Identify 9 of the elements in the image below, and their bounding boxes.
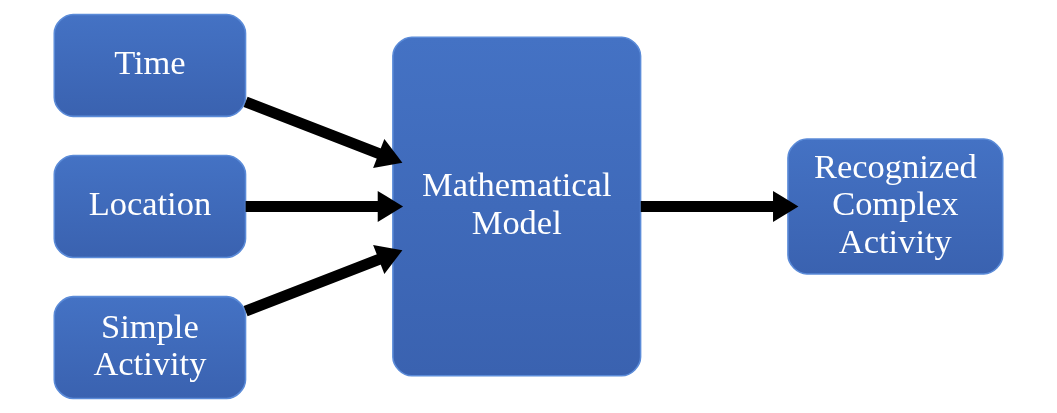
arrow — [245, 190, 404, 223]
arrow — [243, 244, 403, 317]
node-box: Location — [53, 154, 247, 259]
node-box: Time — [53, 13, 247, 118]
arrow — [640, 190, 799, 223]
node-box: Mathematical Model — [392, 36, 642, 377]
node-box: Simple Activity — [53, 295, 247, 400]
arrow — [243, 96, 403, 169]
node-box: Recognized Complex Activity — [787, 138, 1004, 275]
